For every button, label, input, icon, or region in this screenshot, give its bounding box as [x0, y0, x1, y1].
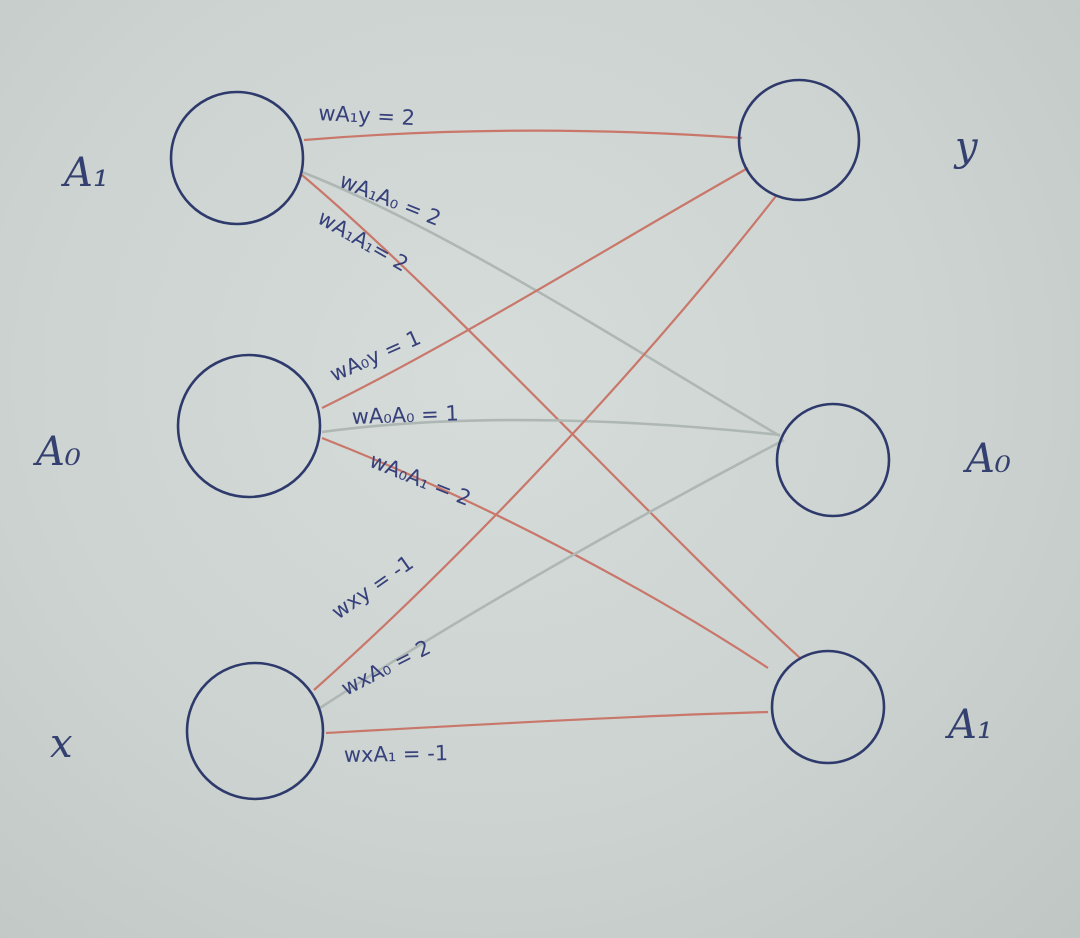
weight-x-A0: wxA₀ = 2	[337, 635, 434, 700]
edge-x-y	[313, 195, 777, 691]
edge-x-A0	[319, 438, 785, 710]
edge-A1-A0	[301, 170, 781, 438]
input-node-A0	[176, 353, 322, 499]
label-out-A1: A₁	[944, 702, 993, 748]
label-out-A0: A₀	[962, 436, 1011, 482]
edge-A0-A1	[321, 436, 769, 669]
weight-A0-y: wA₀y = 1	[326, 325, 424, 386]
label-in-A1: A₁	[60, 150, 109, 196]
edge-A0-y	[321, 167, 749, 409]
weight-A1-y: wA₁y = 2	[318, 101, 416, 130]
input-node-A1	[169, 90, 305, 226]
label-in-x: x	[50, 721, 73, 767]
weight-x-A1: wxA₁ = -1	[344, 741, 449, 767]
weight-labels: wA₁y = 2 wA₁A₀ = 2 wA₁A₁= 2 wA₀y = 1 wA₀…	[314, 101, 475, 767]
weight-A0-A1: wA₀A₁ = 2	[366, 448, 474, 510]
output-node-A0	[775, 402, 891, 518]
edge-A1-A1	[301, 174, 801, 659]
input-layer	[169, 90, 325, 801]
input-node-x	[185, 661, 325, 801]
output-layer	[737, 78, 891, 765]
label-out-y: y	[953, 124, 979, 170]
weight-x-y: wxy = -1	[327, 551, 418, 625]
edge-A0-A0	[321, 418, 781, 437]
edge-x-A1	[325, 710, 769, 735]
output-node-A1	[770, 649, 886, 765]
node-labels: A₁ A₀ x y A₀ A₁	[32, 124, 1011, 767]
output-node-y	[737, 78, 861, 202]
edges	[301, 129, 801, 735]
edge-A1-y	[303, 129, 743, 142]
label-in-A0: A₀	[32, 429, 81, 475]
weight-A0-A0: wA₀A₀ = 1	[351, 401, 459, 429]
